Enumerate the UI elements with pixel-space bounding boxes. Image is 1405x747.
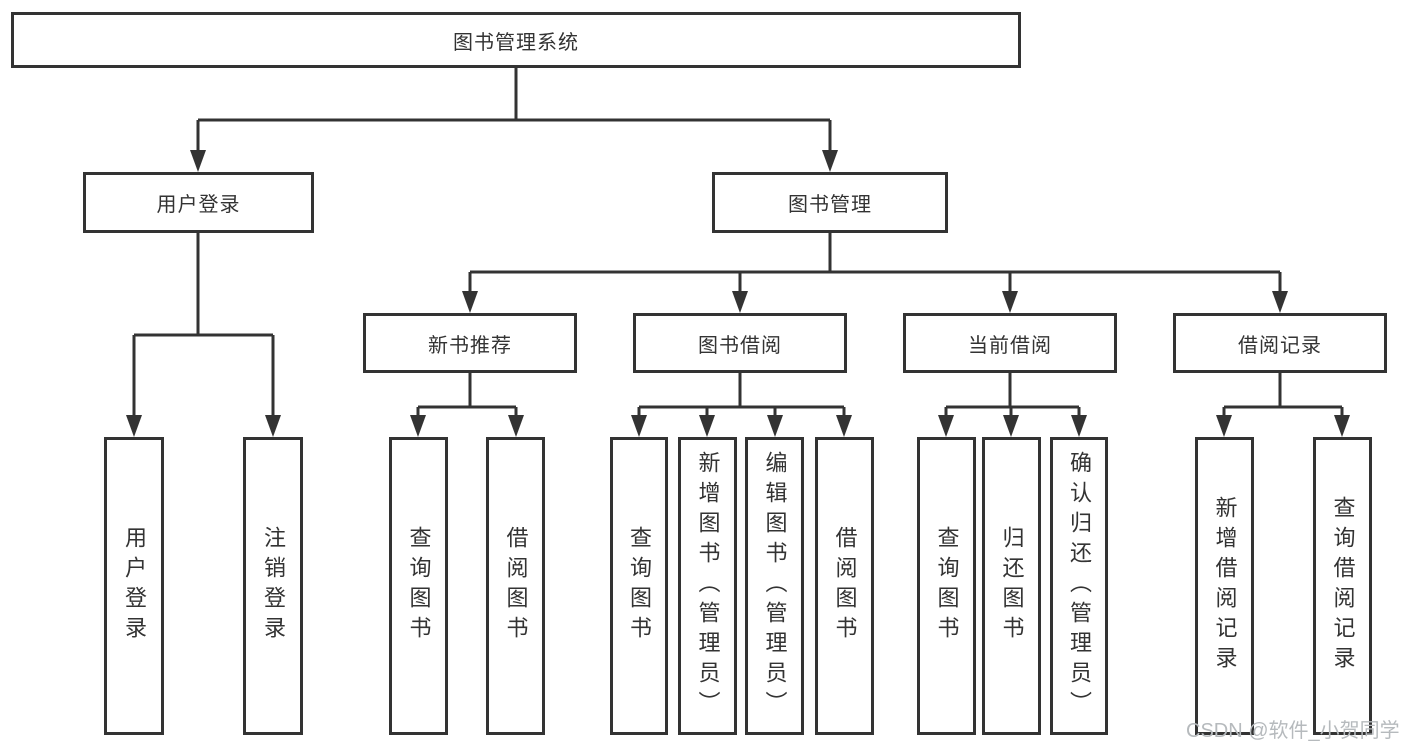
node-bb-query-books-label: 查询图书: [627, 526, 652, 646]
arrow-icon: [822, 150, 838, 172]
node-br-add-record-label: 新增借阅记录: [1212, 496, 1238, 676]
node-user-login-label: 用户登录: [156, 194, 241, 216]
arrow-icon: [938, 415, 954, 437]
arrow-icon: [1216, 415, 1232, 437]
arrow-icon: [767, 415, 783, 437]
node-bb-borrow-books-label: 借阅图书: [832, 526, 858, 646]
arrow-icon: [1002, 291, 1018, 313]
connector-user-login-children: [132, 233, 275, 418]
node-cb-confirm-return-admin: 确认归还（管理员）: [1050, 437, 1108, 735]
arrowheads: [126, 150, 1350, 437]
arrow-icon: [265, 415, 281, 437]
arrow-icon: [462, 291, 478, 313]
node-br-query-record: 查询借阅记录: [1313, 437, 1372, 735]
node-bb-edit-books-admin-label: 编辑图书（管理员）: [762, 451, 788, 721]
node-bb-add-books-admin-label: 新增图书（管理员）: [695, 451, 721, 721]
node-book-borrow-label: 图书借阅: [698, 334, 782, 357]
connector-new-book-rec-children: [416, 373, 518, 418]
node-bb-edit-books-admin: 编辑图书（管理员）: [745, 437, 804, 735]
node-book-mgmt: 图书管理: [712, 172, 948, 233]
node-br-query-record-label: 查询借阅记录: [1330, 496, 1356, 676]
node-root: 图书管理系统: [11, 12, 1021, 68]
connector-book-mgmt-children: [468, 233, 1282, 294]
connector-root-to-level2: [196, 68, 832, 153]
node-logout: 注销登录: [243, 437, 303, 735]
node-bb-query-books: 查询图书: [610, 437, 668, 735]
arrow-icon: [1272, 291, 1288, 313]
arrow-icon: [508, 415, 524, 437]
node-br-add-record: 新增借阅记录: [1195, 437, 1254, 735]
node-current-borrow-label: 当前借阅: [968, 334, 1052, 357]
node-root-label: 图书管理系统: [453, 31, 579, 54]
node-cb-return-books: 归还图书: [982, 437, 1041, 735]
node-bb-borrow-books: 借阅图书: [815, 437, 874, 735]
arrow-icon: [699, 415, 715, 437]
node-cb-return-books-label: 归还图书: [999, 526, 1025, 646]
node-book-borrow: 图书借阅: [633, 313, 847, 373]
arrow-icon: [190, 150, 206, 172]
node-cb-query-books-label: 查询图书: [934, 526, 960, 646]
node-login: 用户登录: [104, 437, 164, 735]
node-current-borrow: 当前借阅: [903, 313, 1117, 373]
arrow-icon: [631, 415, 647, 437]
csdn-watermark: CSDN @软件_小贺同学: [1186, 720, 1400, 742]
node-cb-confirm-return-admin-label: 确认归还（管理员）: [1067, 451, 1092, 721]
node-book-mgmt-label: 图书管理: [788, 194, 872, 216]
node-new-book-rec: 新书推荐: [363, 313, 577, 373]
connector-borrow-records-children: [1222, 373, 1344, 418]
node-user-login: 用户登录: [83, 172, 314, 233]
arrow-icon: [732, 291, 748, 313]
connector-book-borrow-children: [637, 373, 846, 418]
node-new-book-rec-label: 新书推荐: [428, 334, 512, 357]
arrow-icon: [1003, 415, 1019, 437]
node-nbr-query-books: 查询图书: [389, 437, 448, 735]
node-borrow-records-label: 借阅记录: [1238, 334, 1322, 357]
node-nbr-borrow-books-label: 借阅图书: [503, 526, 529, 646]
node-logout-label: 注销登录: [261, 526, 286, 646]
node-nbr-borrow-books: 借阅图书: [486, 437, 545, 735]
node-bb-add-books-admin: 新增图书（管理员）: [678, 437, 737, 735]
arrow-icon: [126, 415, 142, 437]
arrow-icon: [836, 415, 852, 437]
node-nbr-query-books-label: 查询图书: [406, 526, 432, 646]
node-cb-query-books: 查询图书: [917, 437, 976, 735]
connector-current-borrow-children: [944, 373, 1081, 418]
node-borrow-records: 借阅记录: [1173, 313, 1387, 373]
arrow-icon: [1334, 415, 1350, 437]
arrow-icon: [410, 415, 426, 437]
node-login-label: 用户登录: [122, 526, 147, 646]
arrow-icon: [1071, 415, 1087, 437]
